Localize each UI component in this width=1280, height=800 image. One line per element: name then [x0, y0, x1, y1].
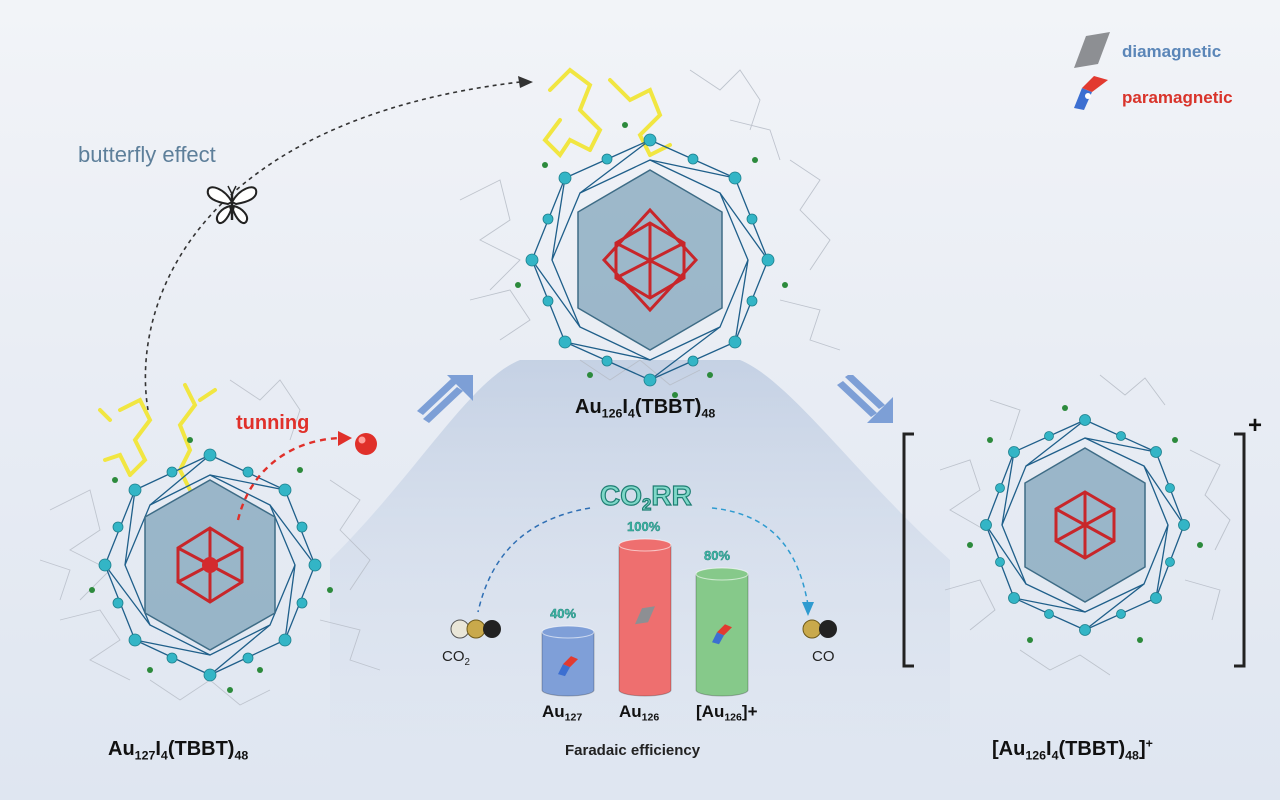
left-cluster-structure: [39, 379, 381, 706]
right-cluster-brackets: [902, 432, 1246, 668]
paramagnetic-glyph-icon: [712, 632, 724, 645]
bar-Au127: [541, 625, 595, 697]
top-cluster-formula: Au126I4(TBBT)48: [575, 396, 716, 421]
right-cluster-formula: [Au126I4(TBBT)48]+: [992, 736, 1153, 763]
bar-[Au126]+: [695, 567, 749, 697]
arrow-down-right-icon: [837, 375, 893, 423]
bar-value-label: 100%: [627, 519, 661, 534]
tunning-label: tunning: [236, 412, 310, 434]
diamagnetic-swatch-icon: [1074, 32, 1110, 68]
bar-Au126: [618, 538, 672, 697]
bar-value-label: 40%: [550, 606, 577, 621]
butterfly-effect-label: butterfly effect: [78, 142, 216, 167]
bar-category-label: [Au126]+: [696, 702, 758, 724]
legend-swatches: [1074, 32, 1110, 110]
diamagnetic-glyph-icon: [635, 606, 655, 625]
co-molecule-icon: [802, 619, 837, 639]
butterfly-icon: [206, 185, 258, 224]
faradaic-efficiency-label: Faradaic efficiency: [565, 742, 701, 759]
faradaic-bar-chart: [541, 538, 749, 697]
top-cluster-structure: [459, 67, 841, 398]
paramagnetic-glyph-icon: [558, 664, 570, 677]
bar-value-label: 80%: [704, 548, 731, 563]
bar-category-label: Au127: [542, 702, 583, 724]
charge-plus: +: [1248, 412, 1263, 439]
co2-label: CO2: [442, 648, 470, 668]
co-label: CO: [812, 648, 835, 665]
co2-molecule-icon: [450, 619, 501, 639]
bar-category-label: Au126: [619, 702, 660, 724]
left-cluster-formula: Au127I4(TBBT)48: [108, 738, 249, 763]
right-cluster-structure: [939, 374, 1231, 676]
legend-diamagnetic: diamagnetic: [1122, 42, 1222, 61]
arrow-up-right-icon: [417, 375, 473, 423]
co2rr-label: CO2RR: [599, 479, 692, 515]
legend-paramagnetic: paramagnetic: [1122, 88, 1233, 107]
